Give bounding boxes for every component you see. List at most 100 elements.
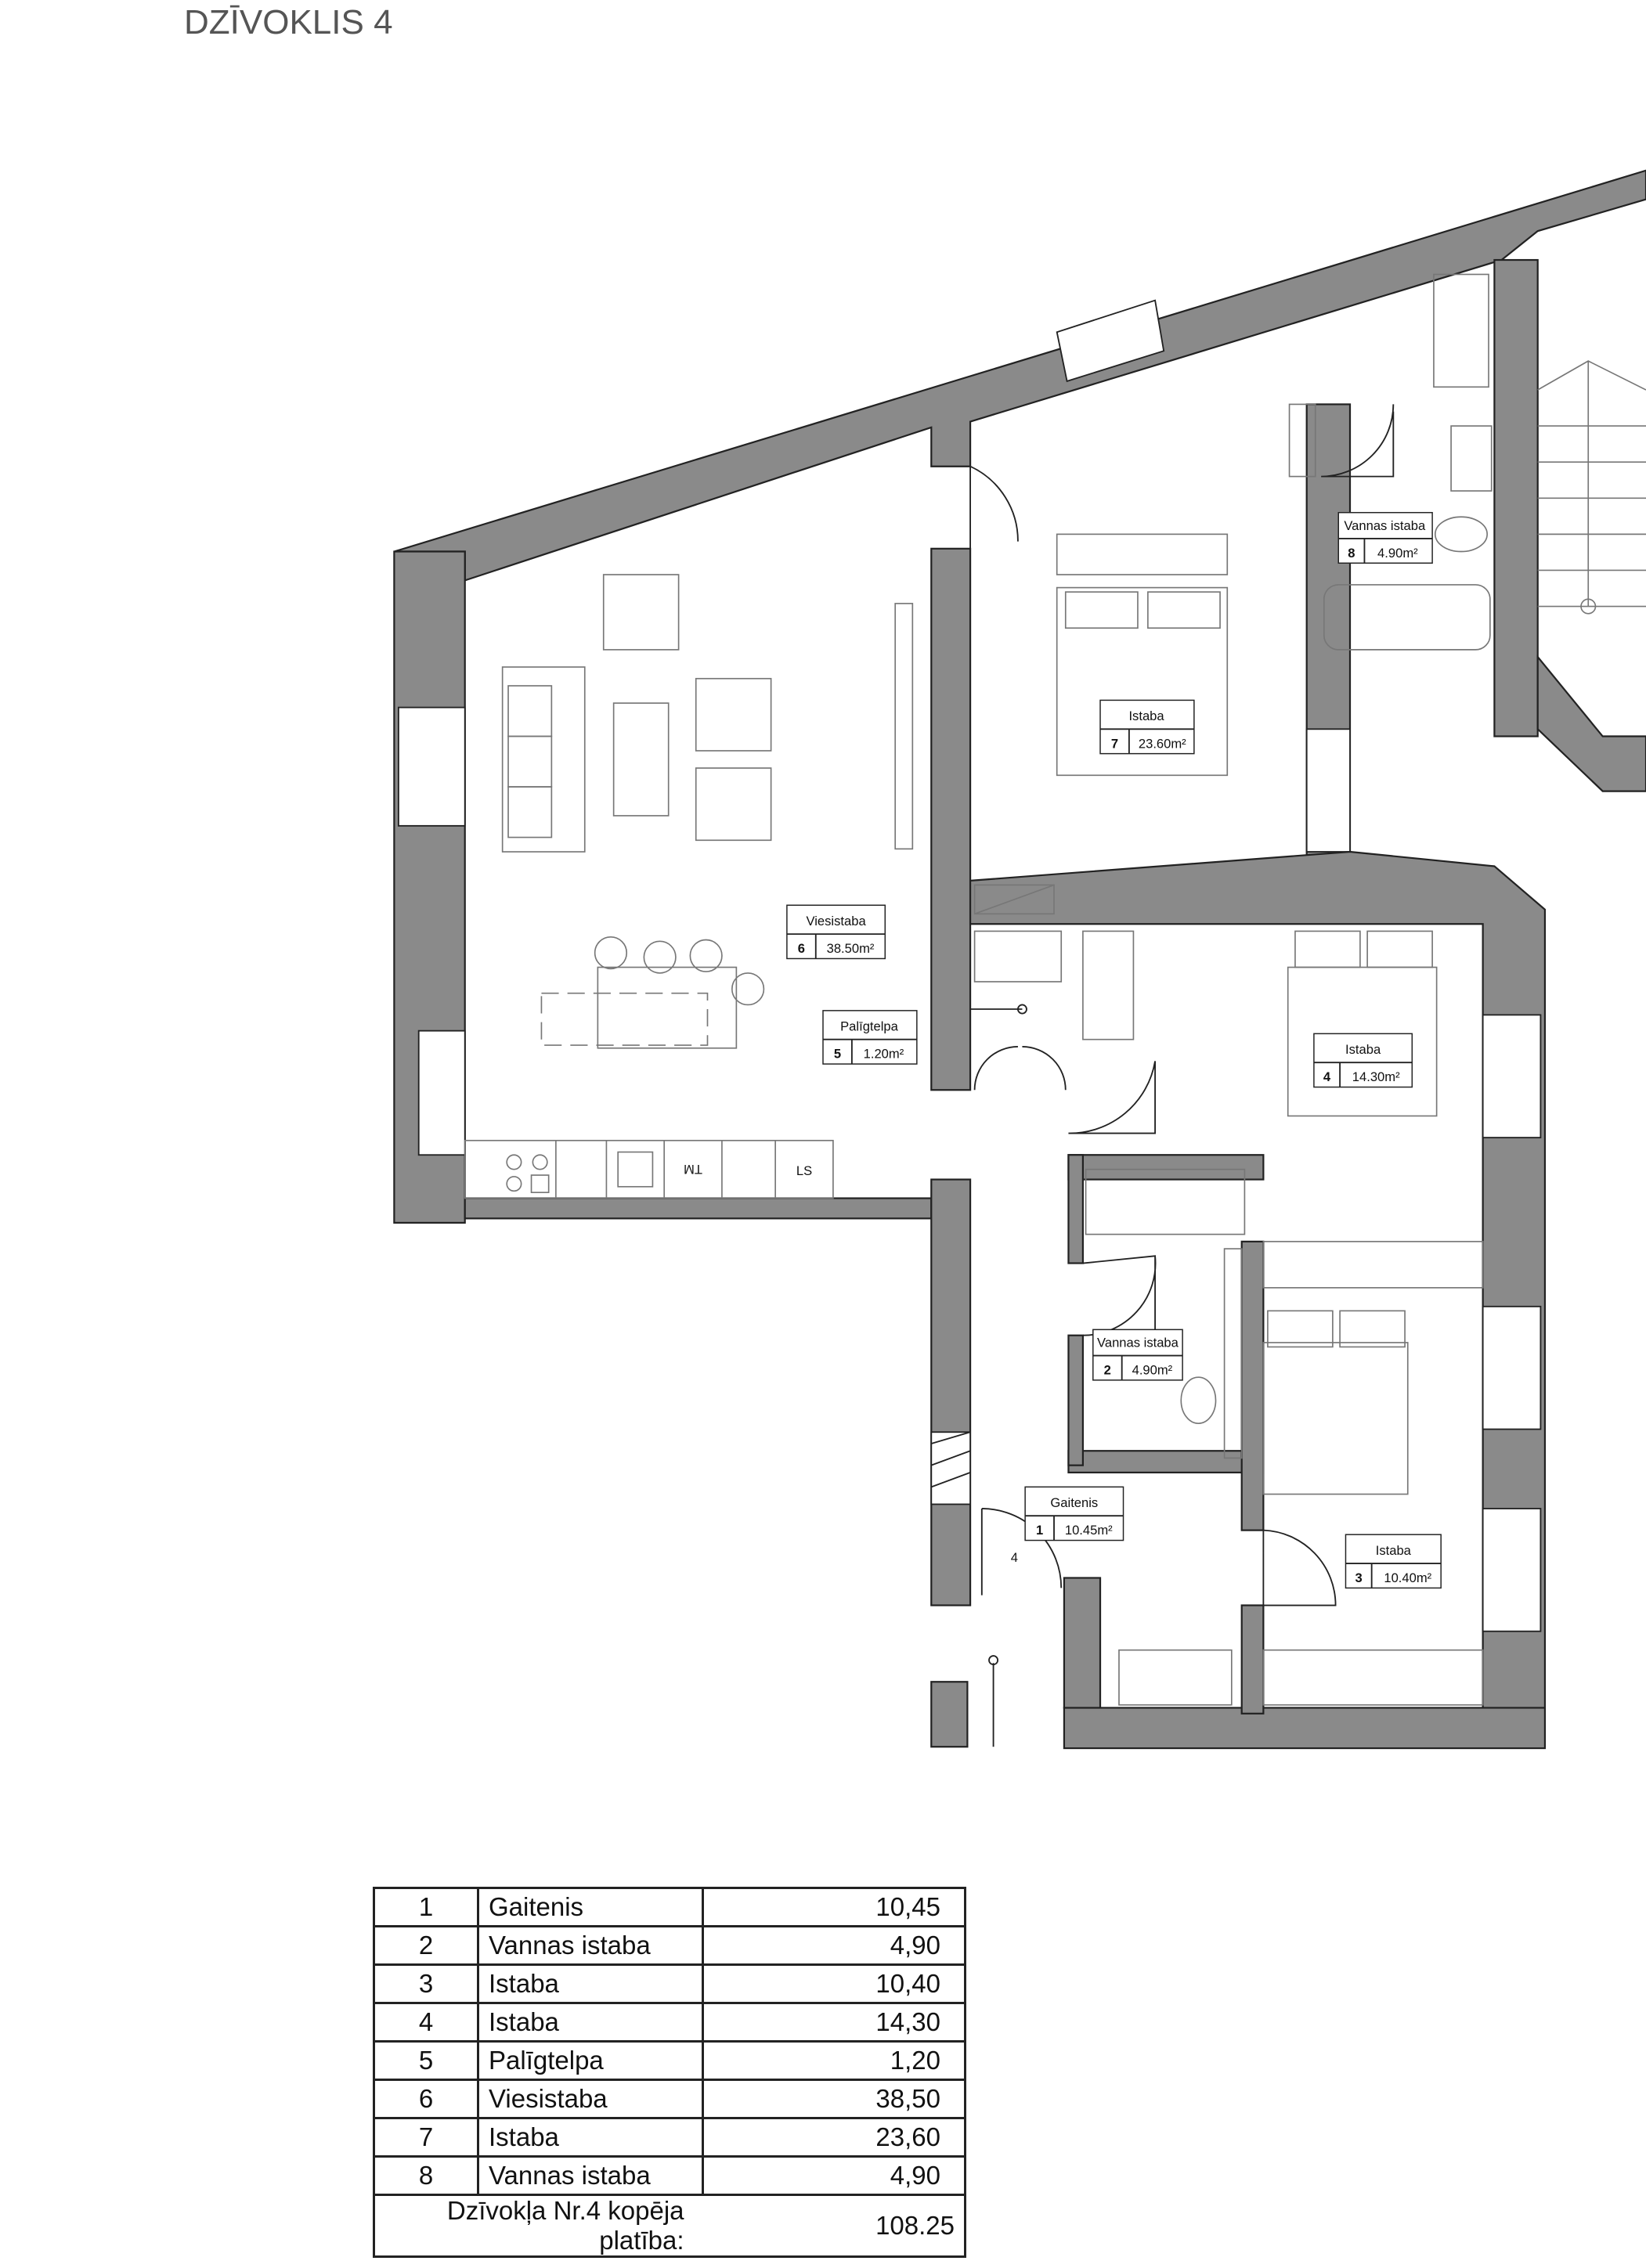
svg-text:Istaba: Istaba — [1128, 709, 1164, 723]
wall-top — [394, 169, 1646, 582]
room-number: 7 — [373, 2117, 479, 2158]
svg-text:38.50m²: 38.50m² — [827, 941, 875, 956]
room-tag-7: Istaba 7 23.60m² — [1099, 699, 1195, 755]
room-name: Viesistaba — [477, 2079, 704, 2119]
room-area: 38,50 — [702, 2079, 966, 2119]
door-r7[interactable] — [969, 465, 1019, 549]
room-area: 23,60 — [702, 2117, 966, 2158]
room-area: 1,20 — [702, 2040, 966, 2081]
svg-text:7: 7 — [1111, 736, 1118, 751]
room-number: 4 — [373, 2002, 479, 2043]
armchair-3 — [695, 767, 772, 842]
dining-island — [540, 992, 709, 1046]
bed-r3 — [1118, 1241, 1484, 1706]
wall-bath2 — [1067, 1154, 1265, 1181]
room-number: 5 — [373, 2040, 479, 2081]
room-number: 8 — [373, 2155, 479, 2196]
svg-text:3: 3 — [1355, 1570, 1362, 1585]
room-area: 4,90 — [702, 1925, 966, 1966]
svg-text:4.90m²: 4.90m² — [1132, 1363, 1173, 1378]
room-number: 3 — [373, 1963, 479, 2004]
tv — [894, 603, 914, 850]
room-number: 2 — [373, 1925, 479, 1966]
window-r3a — [1482, 1305, 1542, 1430]
room-area: 4,90 — [702, 2155, 966, 2196]
svg-text:1: 1 — [1036, 1523, 1043, 1538]
svg-text:Istaba: Istaba — [1345, 1042, 1381, 1057]
shaft — [930, 1431, 971, 1505]
svg-text:Vannas istaba: Vannas istaba — [1097, 1335, 1179, 1350]
room-name: Istaba — [477, 2002, 704, 2043]
kitchen-counter — [464, 1139, 834, 1199]
svg-text:Viesistaba: Viesistaba — [806, 914, 866, 928]
wall-r8-right — [1493, 258, 1539, 737]
fridge-label: LS — [796, 1163, 812, 1178]
dishwasher-label: TM — [684, 1162, 702, 1177]
bath-fixtures — [1085, 273, 1493, 1459]
armchair-2 — [695, 677, 772, 752]
wall-bath2-bottom — [1067, 1450, 1265, 1473]
wall-central — [930, 547, 972, 1091]
coffee-table — [612, 702, 670, 817]
svg-text:10.45m²: 10.45m² — [1065, 1523, 1113, 1538]
armchair-1 — [602, 574, 680, 651]
svg-text:Vannas istaba: Vannas istaba — [1344, 518, 1426, 533]
window-r3b — [1482, 1508, 1542, 1632]
total-row: Dzīvokļa Nr.4 kopēja platība:108.25 — [373, 2194, 966, 2258]
wall-stub — [930, 1681, 969, 1748]
svg-text:Palīgtelpa: Palīgtelpa — [840, 1019, 899, 1034]
staircase — [1537, 360, 1646, 615]
svg-text:4.90m²: 4.90m² — [1377, 546, 1418, 561]
svg-text:1.20m²: 1.20m² — [864, 1047, 904, 1062]
room-tag-3: Istaba 3 10.40m² — [1345, 1534, 1442, 1589]
sofa — [501, 666, 586, 853]
svg-text:4: 4 — [1323, 1069, 1331, 1084]
room-area: 14,30 — [702, 2002, 966, 2043]
door-r8[interactable] — [1321, 404, 1395, 478]
total-value: 108.25 — [702, 2194, 966, 2258]
door-storage[interactable] — [973, 1046, 1067, 1091]
entrance-number: 4 — [1011, 1550, 1018, 1565]
page-title: DZĪVOKLIS 4 — [184, 3, 393, 41]
room-number: 6 — [373, 2079, 479, 2119]
bed-r7 — [1056, 533, 1229, 777]
room-tag-1: Gaitenis 1 10.45m² — [1024, 1486, 1124, 1541]
wall-r3-left — [1240, 1240, 1265, 1531]
svg-text:10.40m²: 10.40m² — [1384, 1570, 1431, 1585]
room-name: Vannas istaba — [477, 2155, 704, 2196]
svg-text:Gaitenis: Gaitenis — [1050, 1495, 1098, 1510]
storage-shelf — [973, 884, 1063, 983]
wall-stair — [1536, 654, 1646, 792]
svg-text:8: 8 — [1348, 546, 1355, 561]
wall-bottom — [1063, 1707, 1547, 1750]
svg-text:23.60m²: 23.60m² — [1139, 736, 1186, 751]
room-name: Istaba — [477, 2117, 704, 2158]
bed-r4 — [1082, 930, 1438, 1117]
svg-text:2: 2 — [1104, 1363, 1111, 1378]
svg-text:Istaba: Istaba — [1376, 1543, 1412, 1558]
room-tag-8: Vannas istaba 8 4.90m² — [1337, 511, 1433, 564]
wall-bath2-left — [1067, 1154, 1085, 1264]
room-number: 1 — [373, 1887, 479, 1927]
wall-r3-left2 — [1240, 1604, 1265, 1715]
room-name: Vannas istaba — [477, 1925, 704, 1966]
door-bath2[interactable] — [1082, 1255, 1157, 1336]
room-area: 10,40 — [702, 1963, 966, 2004]
door-r3[interactable] — [1262, 1529, 1337, 1606]
total-label: Dzīvokļa Nr.4 kopēja platība: — [373, 2194, 703, 2258]
wall-entry-column — [1063, 1577, 1102, 1709]
door-r4[interactable] — [1068, 1061, 1157, 1134]
room-name: Gaitenis — [477, 1887, 704, 1927]
